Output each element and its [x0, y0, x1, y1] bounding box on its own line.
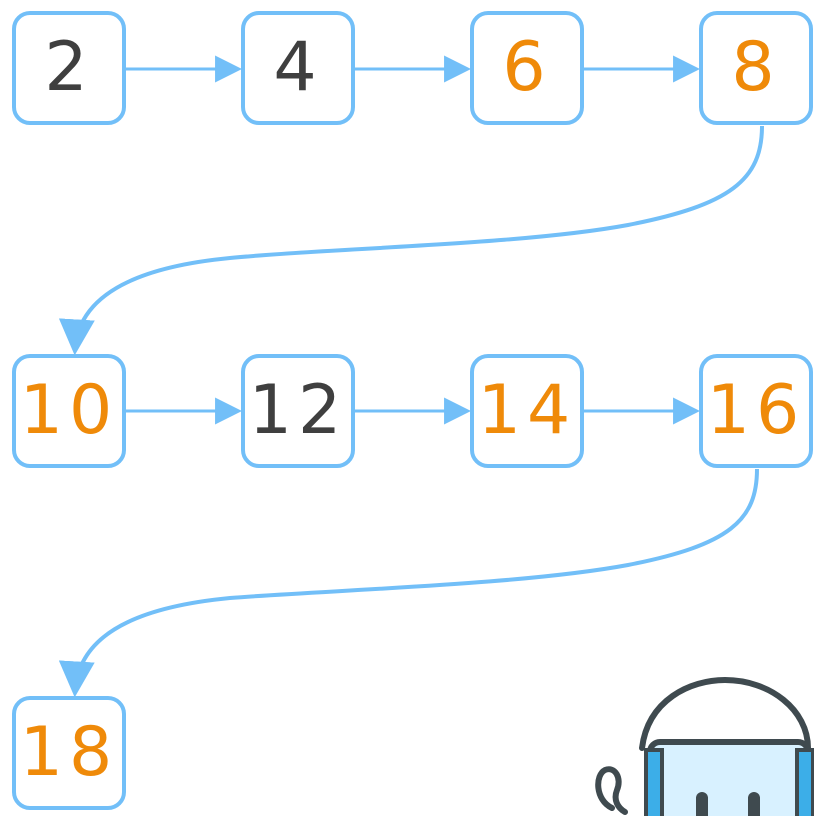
- node-label: 12: [248, 371, 348, 450]
- node-label: 10: [19, 371, 119, 450]
- node-label: 18: [19, 713, 119, 792]
- number-node: 8: [699, 11, 813, 125]
- number-node: 18: [12, 696, 126, 810]
- node-label: 16: [706, 371, 806, 450]
- number-node: 12: [241, 354, 355, 468]
- node-label: 4: [273, 28, 323, 107]
- number-node: 10: [12, 354, 126, 468]
- number-node: 4: [241, 11, 355, 125]
- number-node: 16: [699, 354, 813, 468]
- number-node: 6: [470, 11, 584, 125]
- arrow-8-to-10: [58, 125, 764, 356]
- number-node: 14: [470, 354, 584, 468]
- node-label: 2: [44, 28, 94, 107]
- arrow-16-to-18: [58, 468, 759, 698]
- node-label: 8: [731, 28, 781, 107]
- robot-mascot-icon: [595, 676, 814, 816]
- number-node: 2: [12, 11, 126, 125]
- node-label: 14: [477, 371, 577, 450]
- node-label: 6: [502, 28, 552, 107]
